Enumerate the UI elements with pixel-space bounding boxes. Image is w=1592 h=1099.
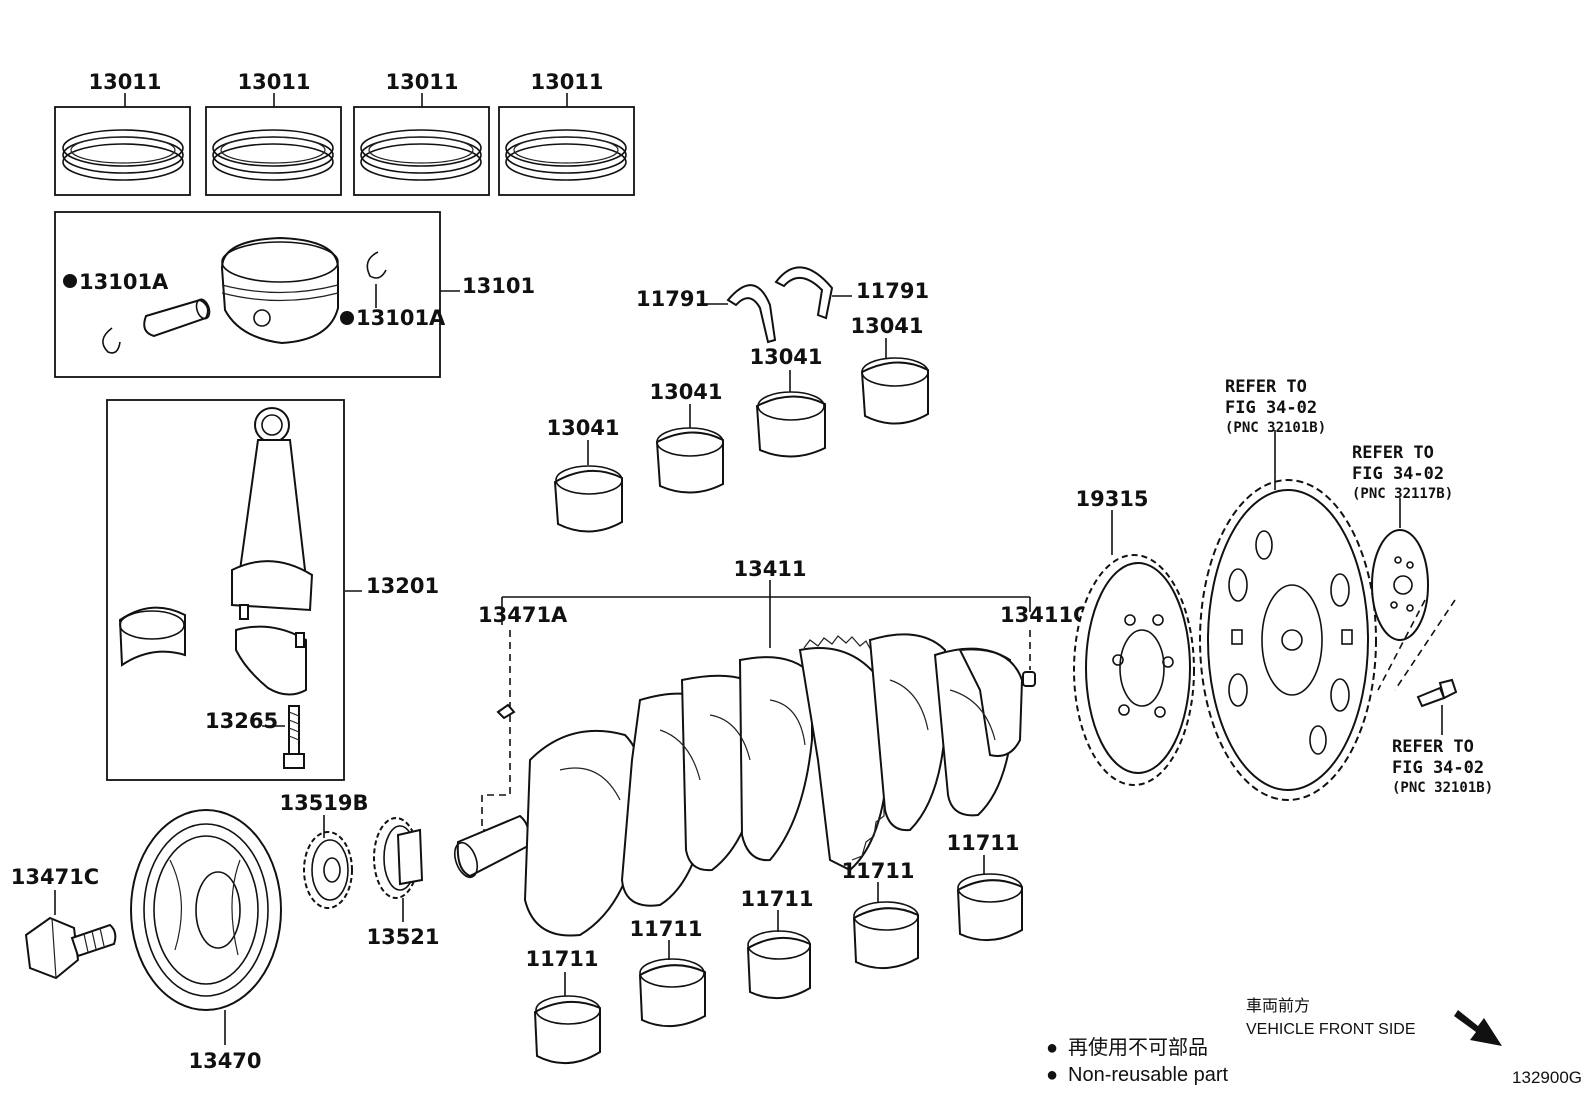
reference-c-line2: FIG 34-02 (1392, 758, 1484, 778)
flywheel-bolt-drawing (1416, 678, 1458, 708)
piston-group: 13101 13101A 13101A (54, 211, 535, 378)
front-end-group: 13471C 13470 13519B 13521 (11, 791, 440, 1073)
legend: ● 再使用不可部品 ● Non-reusable part (1046, 1036, 1229, 1086)
pulley-bolt-drawing (24, 916, 117, 980)
reference-a-line1: REFER TO (1225, 377, 1307, 397)
part-label-13041-a: 13041 (546, 416, 619, 440)
flywheel-drawing (1199, 479, 1377, 801)
part-label-11711-d: 11711 (841, 859, 914, 883)
part-label-13101a-left: 13101A (79, 270, 169, 294)
non-reusable-marker-right (340, 311, 354, 325)
part-label-13041-b: 13041 (649, 380, 722, 404)
piston-ring-sets: 13011 13011 13011 13011 (54, 70, 635, 196)
part-label-13201: 13201 (366, 574, 439, 598)
crank-sprocket-drawing (373, 817, 424, 899)
thrust-washer-right-drawing (774, 266, 834, 320)
conrod-group-box (106, 399, 345, 781)
piston-pin-drawing (143, 298, 211, 338)
legend-text-jp: 再使用不可部品 (1068, 1036, 1208, 1059)
reference-c-line3: (PNC 32101B) (1392, 780, 1493, 796)
conrod-group: 13201 13265 (106, 399, 439, 781)
piston-drawing (220, 236, 339, 345)
reference-c-line1: REFER TO (1392, 737, 1474, 757)
reference-block-b: REFER TO FIG 34-02 (PNC 32117B) (1352, 443, 1453, 502)
bearing-shell-11711-c (746, 930, 811, 1000)
figure-code: 132900G (1512, 1068, 1582, 1087)
part-label-13519b: 13519B (279, 791, 368, 815)
crank-pin-drawing (1022, 671, 1036, 687)
drive-plate-group: 19315 (1073, 377, 1493, 801)
part-label-13471a: 13471A (478, 603, 568, 627)
part-label-13411c: 13411C (1000, 603, 1088, 627)
bearing-shell-13041-b (655, 427, 724, 494)
main-bearings: 11711 11711 11711 11711 11711 (525, 831, 1023, 1065)
part-label-13101a-right: 13101A (356, 306, 446, 330)
part-label-19315: 19315 (1075, 487, 1148, 511)
part-label-13011-c: 13011 (385, 70, 458, 94)
part-label-11791-left: 11791 (636, 287, 709, 311)
reference-a-line3: (PNC 32101B) (1225, 420, 1326, 436)
legend-text-en: Non-reusable part (1068, 1064, 1229, 1086)
ring-set-box-1 (54, 106, 191, 196)
part-label-11711-e: 11711 (946, 831, 1019, 855)
non-reusable-marker-left (63, 274, 77, 288)
piston-ring-drawing-4 (505, 129, 627, 181)
spacer-plate-drawing (1371, 529, 1429, 641)
bearing-shell-11711-a (533, 995, 601, 1065)
reference-b-line3: (PNC 32117B) (1352, 486, 1453, 502)
piston-ring-drawing-1 (62, 129, 184, 181)
part-label-13011-b: 13011 (237, 70, 310, 94)
timing-sprocket-drawing (303, 831, 353, 909)
snap-ring-right-drawing (366, 251, 387, 279)
bearing-shell-11711-d (852, 901, 919, 970)
piston-ring-drawing-2 (212, 129, 334, 181)
conrod-bearings: 13041 13041 13041 13041 (546, 314, 929, 533)
reference-block-a: REFER TO FIG 34-02 (PNC 32101B) (1225, 377, 1326, 436)
piston-group-box (54, 211, 441, 378)
part-label-13411: 13411 (733, 557, 806, 581)
bearing-shell-13041-c (755, 391, 826, 458)
snap-ring-left-drawing (102, 327, 121, 354)
part-label-11791-right: 11791 (856, 279, 929, 303)
crank-pulley-drawing (130, 809, 282, 1011)
bearing-shell-13041-a (553, 465, 623, 533)
part-label-13011-a: 13011 (88, 70, 161, 94)
conrod-drawing (231, 407, 314, 696)
reference-b-line1: REFER TO (1352, 443, 1434, 463)
part-label-13011-d: 13011 (530, 70, 603, 94)
part-label-11711-c: 11711 (740, 887, 813, 911)
crankshaft-group: 13411 13471A 13411C (453, 557, 1088, 937)
part-label-13470: 13470 (188, 1049, 261, 1073)
part-label-11711-b: 11711 (629, 917, 702, 941)
piston-ring-drawing-3 (360, 129, 482, 181)
part-label-11711-a: 11711 (525, 947, 598, 971)
front-orientation: 車両前方 VEHICLE FRONT SIDE (1246, 997, 1502, 1046)
reference-block-c: REFER TO FIG 34-02 (PNC 32101B) (1392, 737, 1493, 796)
part-label-13471c: 13471C (11, 865, 99, 889)
reference-b-line2: FIG 34-02 (1352, 464, 1444, 484)
crank-key-drawing (496, 703, 516, 720)
bearing-shell-11711-e (956, 873, 1023, 942)
part-label-13041-c: 13041 (749, 345, 822, 369)
crankshaft-drawing (453, 633, 1024, 937)
front-label-en: VEHICLE FRONT SIDE (1246, 1021, 1416, 1038)
bearing-shell-11711-b (638, 958, 706, 1028)
part-label-13101: 13101 (462, 274, 535, 298)
legend-bullet-jp: ● (1046, 1037, 1058, 1059)
drive-plate-drawing (1073, 554, 1195, 786)
front-label-jp: 車両前方 (1246, 997, 1310, 1015)
part-label-13041-d: 13041 (850, 314, 923, 338)
thrust-washer-left-drawing (726, 284, 777, 344)
bearing-shell-13041-d (860, 357, 929, 425)
part-label-13265: 13265 (205, 709, 278, 733)
thrust-washer-group: 11791 11791 (636, 266, 929, 344)
legend-bullet-en: ● (1046, 1064, 1058, 1086)
front-arrow-icon (1454, 1010, 1502, 1046)
part-label-13521: 13521 (366, 925, 439, 949)
conrod-bearing-drawing (118, 606, 186, 667)
conrod-bolt-drawing (283, 705, 305, 769)
reference-a-line2: FIG 34-02 (1225, 398, 1317, 418)
